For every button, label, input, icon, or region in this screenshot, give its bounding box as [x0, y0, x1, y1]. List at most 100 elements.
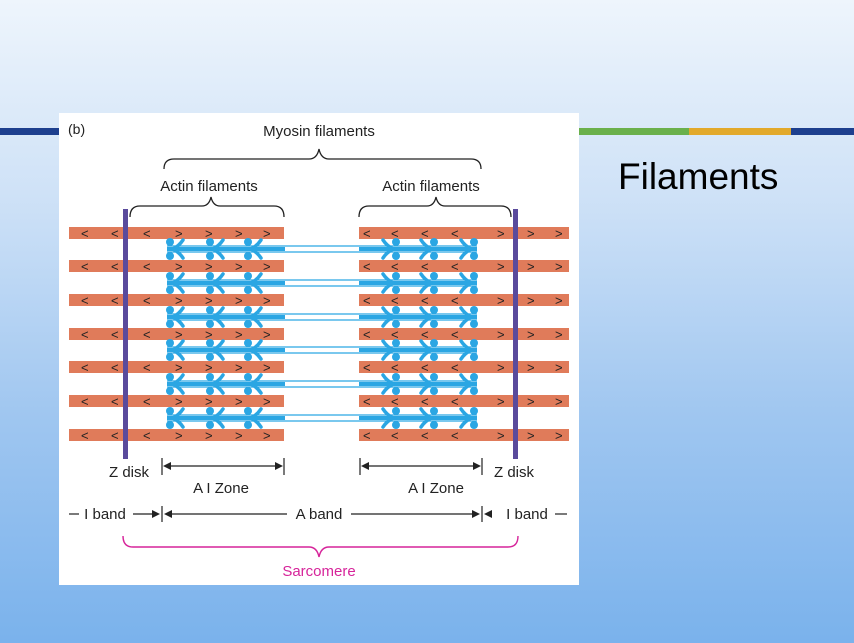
actin-chevron: >: [263, 293, 271, 308]
actin-chevron: >: [497, 293, 505, 308]
myosin-head: [206, 286, 214, 294]
myosin-head: [206, 421, 214, 429]
myosin-head: [430, 238, 438, 246]
myosin-head: [459, 315, 473, 328]
myosin-head: [430, 407, 438, 415]
z-disk-line-right: [513, 209, 518, 459]
myosin-head: [244, 421, 252, 429]
actin-chevron: <: [421, 327, 429, 342]
actin-brace-right: [358, 196, 512, 218]
actin-chevron: >: [263, 360, 271, 375]
actin-chevron: >: [175, 259, 183, 274]
myosin-head: [166, 320, 174, 328]
myosin-head: [206, 339, 214, 347]
actin-chevron: <: [111, 259, 119, 274]
actin-chevron: <: [451, 226, 459, 241]
myosin-head: [430, 387, 438, 395]
myosin-head: [211, 348, 225, 361]
myosin-head: [419, 416, 433, 429]
myosin-head: [249, 315, 263, 328]
actin-chevron: >: [235, 428, 243, 443]
header-stripe-blue-left: [0, 128, 60, 135]
actin-chevron: <: [81, 226, 89, 241]
myosin-thick-segment: [359, 382, 477, 386]
myosin-head: [381, 247, 395, 260]
actin-chevron: <: [391, 226, 399, 241]
myosin-head: [249, 281, 263, 294]
myosin-thick-segment: [167, 382, 285, 386]
actin-chevron: <: [421, 360, 429, 375]
myosin-head: [244, 306, 252, 314]
myosin-head: [211, 247, 225, 260]
myosin-head: [244, 387, 252, 395]
actin-chevron: >: [205, 259, 213, 274]
myosin-head: [381, 348, 395, 361]
myosin-head: [392, 320, 400, 328]
actin-filament-left: [69, 227, 284, 239]
actin-chevron: >: [527, 327, 535, 342]
actin-chevron: >: [497, 428, 505, 443]
myosin-head: [459, 382, 473, 395]
sarcomere-figure: (b) Myosin filaments Actin filaments Act…: [59, 113, 579, 585]
myosin-thick-segment: [359, 315, 477, 319]
actin-chevron: >: [263, 226, 271, 241]
actin-chevron: >: [235, 394, 243, 409]
myosin-head: [171, 281, 185, 294]
actin-chevron: >: [555, 360, 563, 375]
actin-chevron: >: [555, 293, 563, 308]
actin-chevron: <: [391, 394, 399, 409]
actin-filaments-label-right: Actin filaments: [382, 178, 480, 195]
actin-chevron: >: [205, 327, 213, 342]
actin-chevron: <: [143, 259, 151, 274]
myosin-head: [392, 238, 400, 246]
actin-filament-left: [69, 294, 284, 306]
myosin-head: [381, 315, 395, 328]
header-stripe-blue-right: [791, 128, 854, 135]
myosin-head: [166, 238, 174, 246]
myosin-head: [459, 416, 473, 429]
myosin-head: [430, 286, 438, 294]
myosin-head: [244, 407, 252, 415]
myosin-head: [459, 348, 473, 361]
myosin-head: [470, 373, 478, 381]
actin-chevron: <: [143, 293, 151, 308]
actin-chevron: >: [555, 226, 563, 241]
actin-chevron: <: [363, 360, 371, 375]
myosin-head: [249, 348, 263, 361]
myosin-head: [392, 407, 400, 415]
myosin-head: [470, 320, 478, 328]
slide-title: Filaments: [618, 156, 779, 197]
myosin-head: [470, 272, 478, 280]
myosin-head: [430, 353, 438, 361]
actin-chevron: <: [111, 394, 119, 409]
myosin-head: [244, 286, 252, 294]
myosin-head: [392, 353, 400, 361]
actin-chevron: >: [175, 360, 183, 375]
actin-chevron: >: [175, 226, 183, 241]
myosin-head: [206, 272, 214, 280]
myosin-head: [392, 272, 400, 280]
myosin-head: [430, 252, 438, 260]
myosin-head: [166, 387, 174, 395]
actin-chevron: >: [527, 293, 535, 308]
actin-chevron: <: [81, 428, 89, 443]
actin-chevron: >: [527, 226, 535, 241]
myosin-head: [249, 416, 263, 429]
actin-chevron: >: [555, 327, 563, 342]
sarcomere-diagram: (b) Myosin filaments Actin filaments Act…: [68, 121, 569, 580]
actin-chevron: <: [363, 259, 371, 274]
myosin-head: [470, 421, 478, 429]
myosin-head: [419, 247, 433, 260]
actin-chevron: <: [421, 428, 429, 443]
myosin-head: [244, 339, 252, 347]
myosin-head: [206, 407, 214, 415]
myosin-brace: [163, 148, 482, 170]
actin-chevron: >: [527, 428, 535, 443]
actin-chevron: >: [527, 394, 535, 409]
myosin-head: [470, 306, 478, 314]
actin-chevron: <: [81, 327, 89, 342]
actin-chevron: <: [391, 259, 399, 274]
actin-chevron: <: [451, 394, 459, 409]
myosin-head: [166, 407, 174, 415]
myosin-head: [166, 373, 174, 381]
